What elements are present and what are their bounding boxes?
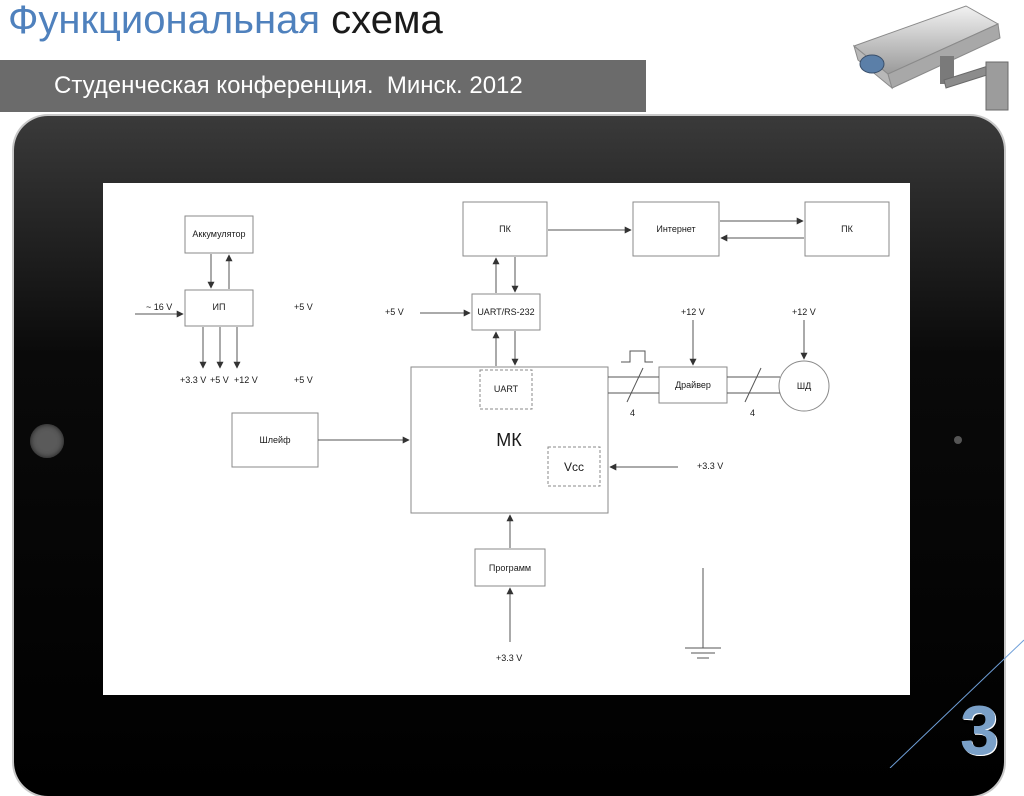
vcc-label: Vcc bbox=[564, 460, 584, 474]
slide-title: Функциональная схема bbox=[8, 0, 443, 48]
uart-inner-block bbox=[479, 369, 533, 410]
security-camera-icon bbox=[853, 5, 1009, 111]
corner-decor-line bbox=[889, 639, 1024, 768]
label-bus-4-left: 4 bbox=[630, 408, 635, 418]
functional-diagram: Аккумулятор ИП ПК Интернет ПК UART/RS-23… bbox=[135, 201, 1024, 768]
battery-block bbox=[184, 215, 254, 254]
stepper-motor-label: ШД bbox=[797, 381, 811, 391]
stepper-motor-block bbox=[778, 360, 830, 412]
vcc-block bbox=[547, 446, 601, 487]
driver-block bbox=[658, 366, 728, 404]
label-prog-33v: +3.3 V bbox=[496, 653, 522, 663]
label-out-5v: +5 V bbox=[210, 375, 229, 385]
label-out-33v: +3.3 V bbox=[180, 375, 206, 385]
loop-label: Шлейф bbox=[260, 435, 292, 445]
psu-label: ИП bbox=[213, 302, 226, 312]
tablet-camera-dot bbox=[954, 436, 962, 444]
label-driver-12v: +12 V bbox=[681, 307, 705, 317]
label-16v: ~ 16 V bbox=[146, 302, 172, 312]
uart-rs232-label: UART/RS-232 bbox=[477, 307, 534, 317]
label-uart-5v: +5 V bbox=[385, 307, 404, 317]
pc-left-block bbox=[462, 201, 548, 257]
label-out-12v: +12 V bbox=[234, 375, 258, 385]
mcu-label: МК bbox=[496, 430, 522, 450]
battery-label: Аккумулятор bbox=[192, 229, 245, 239]
pulse-signal-icon bbox=[621, 350, 653, 363]
label-psu-5v: +5 V bbox=[294, 302, 313, 312]
subtitle-band: Студенческая конференция. Минск. 2012 bbox=[0, 60, 646, 112]
programmer-label: Программ bbox=[489, 563, 531, 573]
psu-block bbox=[184, 289, 254, 327]
uart-inner-label: UART bbox=[494, 384, 519, 394]
uart-rs232-block bbox=[471, 293, 541, 331]
loop-block bbox=[231, 412, 319, 468]
internet-block bbox=[632, 201, 720, 257]
bus-slash-right bbox=[744, 367, 762, 403]
label-stepper-12v: +12 V bbox=[792, 307, 816, 317]
label-vcc-33v: +3.3 V bbox=[697, 461, 723, 471]
page-number: 3 bbox=[960, 691, 999, 769]
slide-subtitle: Студенческая конференция. Минск. 2012 bbox=[54, 72, 523, 99]
pc-right-label: ПК bbox=[841, 224, 853, 234]
pc-left-label: ПК bbox=[499, 224, 511, 234]
driver-label: Драйвер bbox=[675, 380, 711, 390]
bus-slash-left bbox=[626, 367, 644, 403]
label-out-5v-right: +5 V bbox=[294, 375, 313, 385]
label-bus-4-right: 4 bbox=[750, 408, 755, 418]
pc-right-block bbox=[804, 201, 890, 257]
slide-title-part2: схема bbox=[331, 0, 443, 42]
programmer-block bbox=[474, 548, 546, 587]
internet-label: Интернет bbox=[656, 224, 695, 234]
tablet-home-button bbox=[30, 424, 64, 458]
slide-title-part1: Функциональная bbox=[8, 0, 321, 42]
ground-symbol-icon bbox=[685, 568, 721, 659]
mcu-block bbox=[410, 366, 609, 514]
